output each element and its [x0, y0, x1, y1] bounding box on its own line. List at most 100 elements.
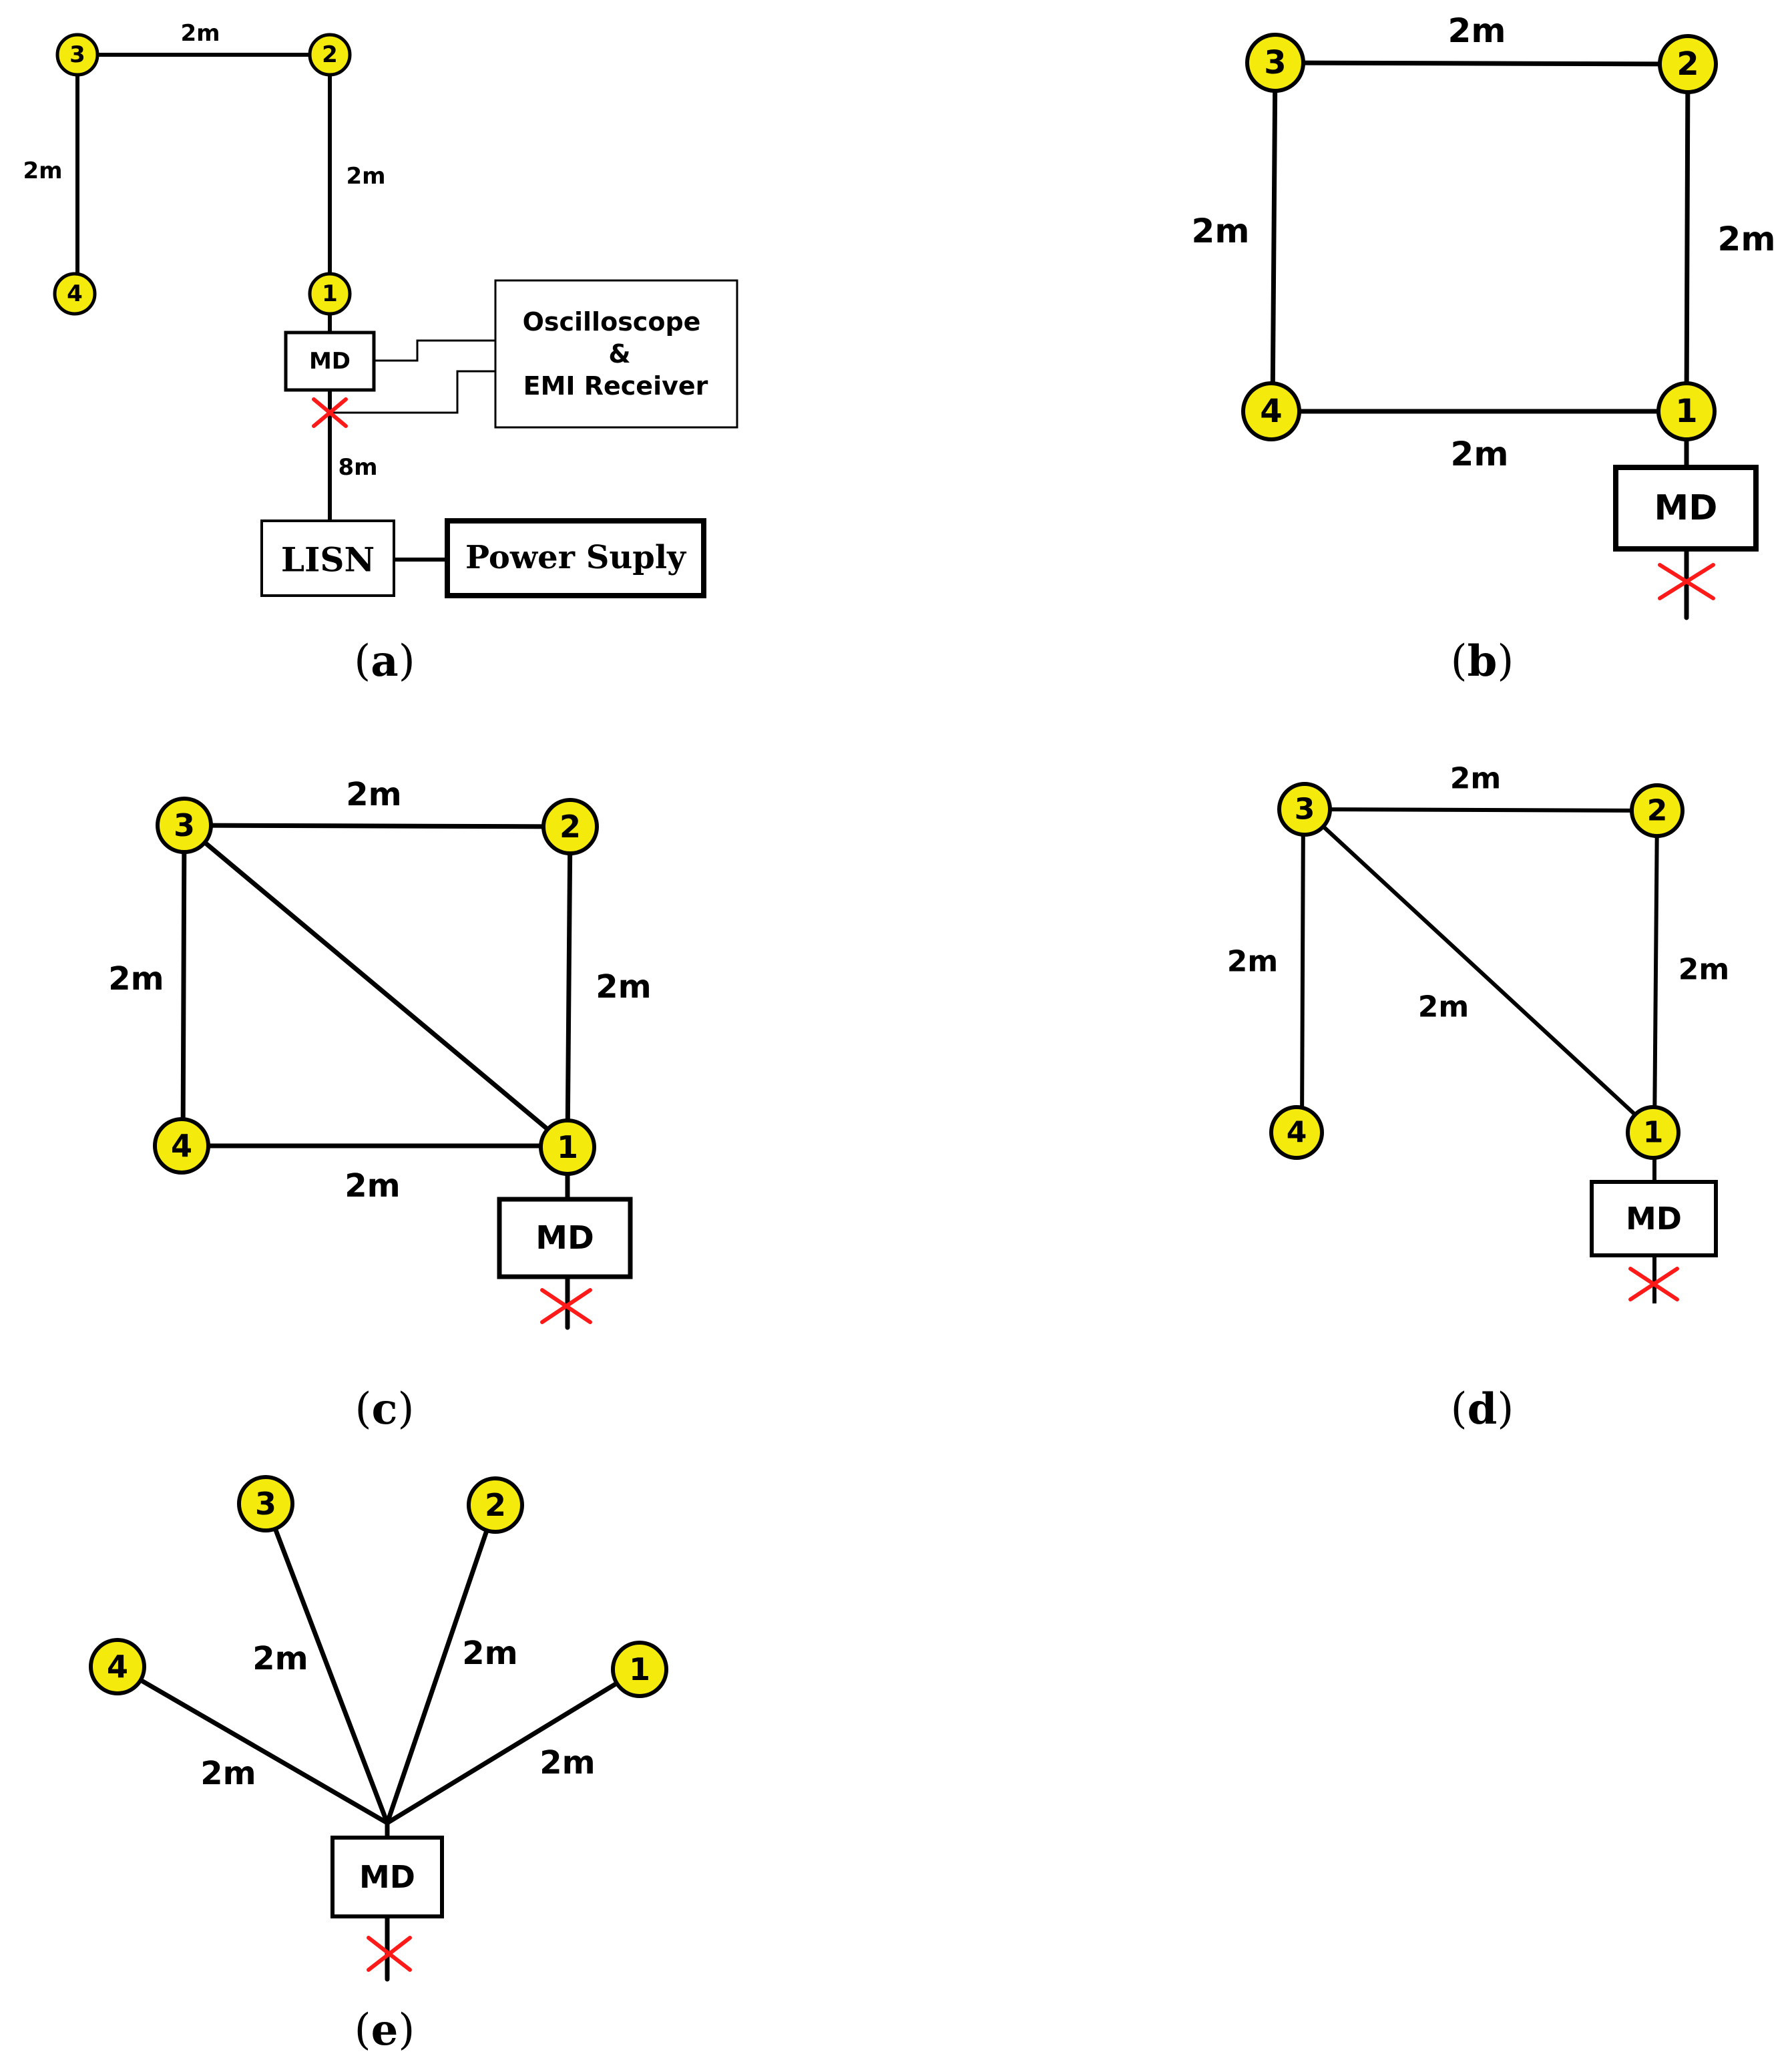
node-4-label: 4 [107, 1649, 128, 1685]
panel-letter: d [1468, 1384, 1498, 1434]
md-label: MD [1654, 488, 1718, 528]
measurement-point-icon [367, 1936, 412, 1972]
node-2 [308, 33, 352, 77]
node-1 [611, 1641, 668, 1698]
node-4 [53, 272, 97, 316]
md-label: MD [535, 1219, 594, 1257]
cross-stroke [540, 1288, 592, 1324]
length-label: 2m [462, 1635, 517, 1672]
node-4 [89, 1638, 146, 1695]
node-1-label: 1 [557, 1129, 578, 1165]
lead-md-oscilloscope [374, 339, 497, 362]
node-1-label: 1 [629, 1651, 650, 1687]
length-label: 2m [200, 1755, 256, 1792]
instrument-box [494, 279, 738, 429]
wire-segment [180, 823, 187, 1149]
power-supply-box [445, 518, 706, 598]
measurement-point-icon [1628, 1267, 1679, 1301]
length-label: 2m [23, 158, 62, 184]
node-3 [1277, 782, 1332, 837]
lisn-cable-length-label: 8m [338, 454, 377, 481]
length-label: 2m [596, 968, 651, 1006]
length-label: 2m [108, 960, 164, 998]
power-supply-label: Power Suply [465, 539, 687, 576]
emi-receiver-label: EMI Receiver [523, 371, 708, 401]
node-2-label: 2 [322, 41, 338, 68]
length-label: 2m [1448, 11, 1506, 50]
length-label: 2m [1418, 990, 1469, 1024]
node-3-label: 3 [69, 41, 85, 68]
node-3-label: 3 [255, 1486, 276, 1522]
panel-caption: (c) [355, 1384, 415, 1434]
panel-caption: (b) [1451, 636, 1514, 686]
wire-segment [385, 1502, 498, 1826]
wire-segment [1300, 809, 1305, 1130]
wire-segment [1270, 60, 1278, 414]
node-2-label: 2 [1676, 45, 1699, 83]
node-1-label: 1 [322, 280, 338, 307]
cross-stroke [1658, 563, 1715, 600]
panel-letter: e [371, 2005, 399, 2055]
length-label: 2m [180, 20, 220, 47]
length-label: 2m [1678, 953, 1729, 987]
node-2 [1630, 783, 1685, 838]
node-3-label: 3 [1264, 44, 1286, 81]
node-2 [1658, 34, 1718, 94]
md-box [284, 331, 376, 392]
panel-caption: (d) [1451, 1384, 1514, 1434]
md-label: MD [359, 1859, 415, 1895]
measurement-point-icon [1658, 563, 1715, 600]
panel-caption: (a) [354, 636, 415, 686]
node-1 [1626, 1105, 1681, 1160]
oscilloscope-label: Oscilloscope [523, 307, 701, 337]
node-2-label: 2 [1647, 794, 1668, 828]
node-2 [541, 798, 599, 855]
panel-b: 2m 2m 2m 2m 3 2 4 1 MD (b) [1192, 11, 1776, 686]
node-1-label: 1 [1643, 1116, 1664, 1150]
wire-segment [115, 1664, 390, 1826]
panel-letter: b [1468, 636, 1498, 686]
node-2-label: 2 [485, 1487, 506, 1523]
node-4-label: 4 [1260, 393, 1282, 430]
node-3 [55, 33, 99, 77]
panel-a: 2m 2m 2m 8m 3 2 4 1 MD Oscilloscope & EM… [23, 20, 738, 686]
length-label: 2m [1450, 762, 1501, 796]
ampersand-label: & [608, 339, 630, 369]
panel-caption: (e) [355, 2005, 415, 2055]
node-3-label: 3 [174, 807, 195, 843]
node-1 [539, 1118, 596, 1176]
wire-segment [565, 824, 573, 1149]
node-3 [156, 797, 213, 854]
node-2 [467, 1476, 524, 1534]
wire-segment [1652, 810, 1659, 1133]
length-label: 2m [1718, 220, 1776, 258]
node-1-label: 1 [1675, 393, 1697, 430]
length-label: 2m [539, 1744, 595, 1782]
measurement-point-icon [540, 1288, 592, 1324]
wire-segment [263, 1501, 390, 1826]
panel-letter: c [372, 1384, 398, 1434]
cross-stroke [367, 1936, 412, 1972]
lisn-label: LISN [281, 540, 375, 580]
length-label: 2m [346, 776, 401, 813]
cross-stroke [1628, 1267, 1679, 1301]
wire-segment [1303, 807, 1656, 1134]
node-4-label: 4 [67, 280, 83, 307]
length-label: 2m [1192, 212, 1250, 250]
node-4 [1241, 381, 1301, 441]
node-4 [1269, 1105, 1324, 1160]
wire-segment [182, 823, 573, 829]
node-4 [153, 1117, 210, 1175]
wire-segment [1304, 807, 1658, 813]
panel-d: 2m 2m 2m 2m 3 2 4 1 MD (d) [1227, 762, 1729, 1434]
node-2-label: 2 [559, 809, 581, 845]
cross-stroke [312, 397, 348, 428]
length-label: 2m [346, 163, 385, 190]
panel-e: 2m 2m 2m 2m 3 2 4 1 MD (e) [89, 1475, 668, 2055]
node-4-label: 4 [171, 1128, 192, 1164]
length-label: 2m [1227, 945, 1278, 979]
node-1 [308, 272, 352, 316]
lead-probe-receiver [330, 370, 497, 414]
wire-segment [385, 1667, 642, 1826]
